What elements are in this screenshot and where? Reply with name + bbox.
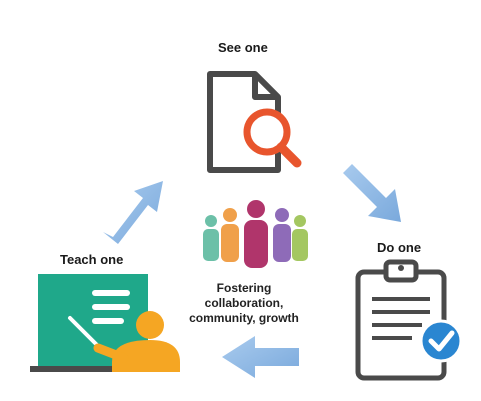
clipboard-check-icon bbox=[355, 259, 463, 381]
do-one-label: Do one bbox=[377, 240, 422, 255]
caption-line: community, growth bbox=[189, 311, 299, 325]
arrow-see-to-do bbox=[340, 164, 401, 222]
teacher-board-icon bbox=[30, 274, 180, 372]
people-group-icon bbox=[203, 200, 308, 268]
caption-line: Fostering bbox=[216, 281, 272, 295]
arrow-do-to-teach bbox=[222, 336, 299, 378]
caption-line: collaboration, bbox=[204, 296, 284, 310]
arrow-teach-to-see bbox=[103, 181, 163, 244]
document-search-icon bbox=[207, 71, 302, 173]
teach-one-label: Teach one bbox=[60, 252, 124, 267]
see-one-label: See one bbox=[218, 40, 268, 55]
center-caption: Fostering collaboration, community, grow… bbox=[174, 281, 314, 326]
